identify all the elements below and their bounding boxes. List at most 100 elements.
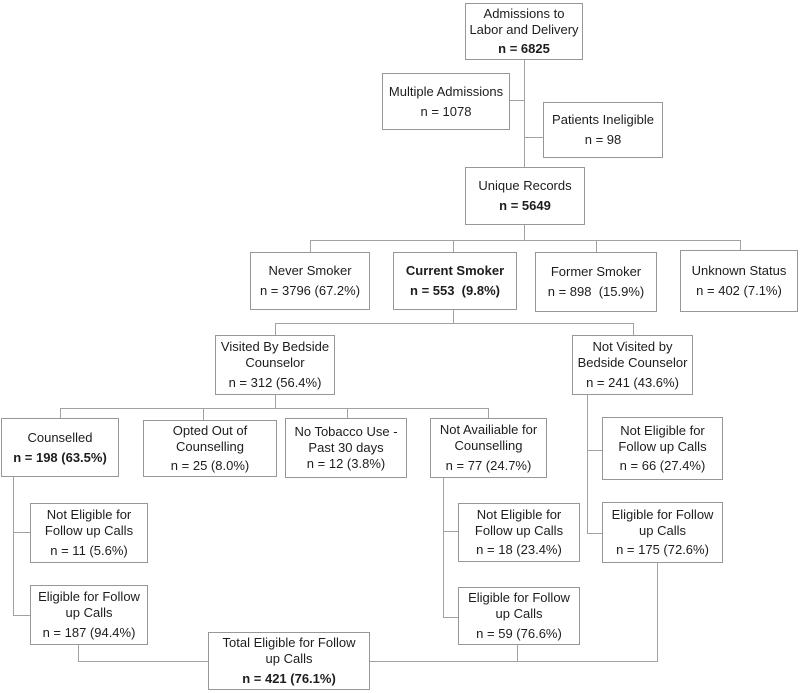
connector-line xyxy=(517,645,518,661)
node-count: n = 66 (27.4%) xyxy=(619,458,706,474)
connector-line xyxy=(524,137,543,138)
node-former-smoker: Former Smoker n = 898 (15.9%) xyxy=(535,252,657,312)
connector-line xyxy=(443,478,444,617)
node-title: Follow up Calls xyxy=(474,522,564,538)
node-title: Counselled xyxy=(27,429,93,445)
connector-line xyxy=(633,323,634,335)
connector-line xyxy=(13,477,14,615)
node-title: Follow up Calls xyxy=(44,523,134,539)
node-patients-ineligible: Patients Ineligible n = 98 xyxy=(543,102,663,158)
node-title: Follow up Calls xyxy=(618,438,707,454)
node-not-eligible-followup-66: Not Eligible for Follow up Calls n = 66 … xyxy=(602,417,723,480)
node-title: Counselor xyxy=(245,355,305,371)
node-not-eligible-followup-18: Not Eligible for Follow up Calls n = 18 … xyxy=(458,503,580,562)
node-unknown-status: Unknown Status n = 402 (7.1%) xyxy=(680,250,798,312)
node-title: Eligible for Follow xyxy=(38,589,140,605)
node-title: up Calls xyxy=(495,606,543,622)
connector-line xyxy=(60,408,488,409)
node-count: n = 898 (15.9%) xyxy=(547,284,645,299)
node-title: Unknown Status xyxy=(691,263,787,279)
node-counselled: Counselled n = 198 (63.5%) xyxy=(1,418,119,477)
node-title: Current Smoker xyxy=(405,263,505,279)
connector-line xyxy=(443,531,458,532)
connector-line xyxy=(524,225,525,240)
node-title: Total Eligible for Follow xyxy=(222,635,356,651)
node-count: n = 3796 (67.2%) xyxy=(259,283,361,298)
connector-line xyxy=(524,60,525,167)
node-count: n = 6825 xyxy=(498,41,550,57)
node-not-visited-by-bedside-counselor: Not Visited by Bedside Counselor n = 241… xyxy=(572,335,693,395)
node-title: Multiple Admissions xyxy=(388,83,504,99)
node-count: n = 553 (9.8%) xyxy=(410,283,500,298)
node-count: n = 18 (23.4%) xyxy=(476,542,562,558)
connector-line xyxy=(78,645,79,661)
node-count: n = 59 (76.6%) xyxy=(476,625,562,641)
connector-line xyxy=(13,615,30,616)
connector-line xyxy=(587,395,588,533)
node-title: Past 30 days xyxy=(308,440,384,456)
connector-line xyxy=(596,240,597,252)
node-count: n = 11 (5.6%) xyxy=(50,542,128,558)
connector-line xyxy=(78,661,208,662)
node-never-smoker: Never Smoker n = 3796 (67.2%) xyxy=(250,252,370,310)
node-count: n = 25 (8.0%) xyxy=(170,458,250,474)
node-title: Opted Out of xyxy=(172,422,248,438)
connector-line xyxy=(275,323,633,324)
node-eligible-followup-175: Eligible for Follow up Calls n = 175 (72… xyxy=(602,502,723,563)
node-title: up Calls xyxy=(639,522,686,538)
node-title: Not Eligible for xyxy=(476,506,562,522)
connector-line xyxy=(60,408,61,418)
node-title: Counselling xyxy=(176,438,244,454)
node-title: Eligible for Follow xyxy=(468,590,570,606)
node-title: Patients Ineligible xyxy=(552,112,654,128)
node-no-tobacco-use: No Tobacco Use - Past 30 days n = 12 (3.… xyxy=(285,418,407,478)
node-title: Labor and Delivery xyxy=(469,21,579,37)
connector-line xyxy=(453,310,454,323)
node-total-eligible-followup: Total Eligible for Follow up Calls n = 4… xyxy=(208,632,370,690)
node-count: n = 241 (43.6%) xyxy=(586,374,679,390)
node-unique-records: Unique Records n = 5649 xyxy=(465,167,585,225)
node-current-smoker: Current Smoker n = 553 (9.8%) xyxy=(393,252,517,310)
node-title: up Calls xyxy=(65,605,113,621)
node-title: Not Eligible for xyxy=(46,507,132,523)
node-multiple-admissions: Multiple Admissions n = 1078 xyxy=(382,73,510,130)
node-eligible-followup-59: Eligible for Follow up Calls n = 59 (76.… xyxy=(458,587,580,645)
node-count: n = 1078 xyxy=(420,103,472,119)
connector-line xyxy=(587,450,602,451)
connector-line xyxy=(370,661,657,662)
connector-line xyxy=(347,408,348,418)
connector-line xyxy=(310,240,740,241)
node-title: Not Availiable for xyxy=(439,422,538,438)
node-title: up Calls xyxy=(265,651,313,667)
connector-line xyxy=(275,395,276,408)
connector-line xyxy=(13,532,30,533)
node-title: Former Smoker xyxy=(550,264,642,280)
node-count: n = 312 (56.4%) xyxy=(228,374,322,390)
connector-line xyxy=(510,100,524,101)
connector-line xyxy=(203,408,204,420)
connector-line xyxy=(453,240,454,252)
node-admissions: Admissions to Labor and Delivery n = 682… xyxy=(465,3,583,60)
connector-line xyxy=(587,533,602,534)
connector-line xyxy=(657,563,658,662)
connector-line xyxy=(740,240,741,250)
node-title: Visited By Bedside xyxy=(220,339,330,355)
node-title: Eligible for Follow xyxy=(611,506,714,522)
node-not-available-for-counselling: Not Availiable for Counselling n = 77 (2… xyxy=(430,418,547,478)
node-count: n = 12 (3.8%) xyxy=(306,455,386,471)
node-count: n = 98 xyxy=(584,132,622,147)
node-count: n = 421 (76.1%) xyxy=(242,670,336,686)
node-title: No Tobacco Use - xyxy=(294,424,398,440)
connector-line xyxy=(488,408,489,418)
node-visited-by-bedside-counselor: Visited By Bedside Counselor n = 312 (56… xyxy=(215,335,335,395)
node-count: n = 5649 xyxy=(499,198,551,213)
connector-line xyxy=(443,617,458,618)
node-not-eligible-followup-11: Not Eligible for Follow up Calls n = 11 … xyxy=(30,503,148,563)
node-opted-out-of-counselling: Opted Out of Counselling n = 25 (8.0%) xyxy=(143,420,277,477)
node-title: Never Smoker xyxy=(268,263,352,279)
node-title: Counselling xyxy=(454,438,523,454)
node-count: n = 198 (63.5%) xyxy=(13,449,107,465)
connector-line xyxy=(275,323,276,335)
node-title: Admissions to xyxy=(483,5,565,21)
